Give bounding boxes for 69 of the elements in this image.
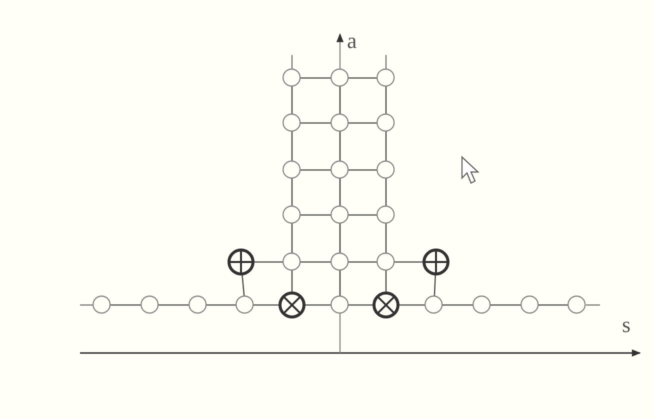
lattice-line xyxy=(339,132,341,162)
lattice-line xyxy=(348,77,378,79)
lattice-circle xyxy=(376,68,396,88)
lattice-circle xyxy=(140,295,160,315)
lattice-line xyxy=(300,122,332,124)
circled-cross-symbol xyxy=(372,291,400,319)
lattice-circle xyxy=(282,160,302,180)
lattice-line xyxy=(385,270,387,293)
lattice-circle xyxy=(567,295,587,315)
lattice-line xyxy=(394,261,424,263)
circled-plus-symbol xyxy=(422,248,450,276)
lattice-line xyxy=(385,86,387,114)
lattice-line xyxy=(206,304,236,306)
lattice-line xyxy=(300,261,332,263)
lattice-line xyxy=(385,132,387,162)
lattice-circle xyxy=(520,295,540,315)
lattice-line xyxy=(291,132,293,162)
lattice-line xyxy=(300,169,332,171)
lattice-circle xyxy=(330,295,350,315)
lattice-line xyxy=(291,270,293,293)
lattice-line xyxy=(254,304,280,306)
lattice-line xyxy=(339,224,341,254)
axis-label: a xyxy=(347,30,357,52)
lattice-circle xyxy=(376,160,396,180)
lattice-line xyxy=(253,261,284,263)
lattice-line xyxy=(385,224,387,254)
lattice-line xyxy=(339,86,341,114)
lattice-line xyxy=(348,261,378,263)
lattice-circle xyxy=(330,68,350,88)
lattice-circle xyxy=(376,205,396,225)
lattice-line xyxy=(490,304,522,306)
lattice-line xyxy=(348,214,378,216)
lattice-line xyxy=(291,224,293,254)
lattice-line xyxy=(434,274,436,297)
lattice-line xyxy=(300,77,332,79)
lattice-circle xyxy=(330,113,350,133)
lattice-line xyxy=(538,304,568,306)
lattice-circle xyxy=(376,252,396,272)
circled-cross-symbol xyxy=(278,291,306,319)
lattice-circle xyxy=(330,205,350,225)
lattice-circle xyxy=(376,113,396,133)
lattice-circle xyxy=(282,252,302,272)
lattice-circle xyxy=(330,160,350,180)
lattice-line xyxy=(300,214,332,216)
lattice-circle xyxy=(282,113,302,133)
lattice-circle xyxy=(235,295,255,315)
lattice-line xyxy=(348,169,378,171)
lattice-circle xyxy=(282,68,302,88)
lattice-line xyxy=(304,304,332,306)
lattice-line xyxy=(158,304,190,306)
lattice-line xyxy=(291,86,293,114)
lattice-line xyxy=(241,274,245,297)
lattice-line xyxy=(291,178,293,206)
axis-label: s xyxy=(622,314,631,336)
circled-plus-symbol xyxy=(227,248,255,276)
lattice-circle xyxy=(472,295,492,315)
lattice-line xyxy=(348,122,378,124)
lattice-line xyxy=(385,178,387,206)
lattice-line xyxy=(339,270,341,296)
lattice-circle xyxy=(188,295,208,315)
lattice-line xyxy=(398,304,426,306)
lattice-line xyxy=(110,304,142,306)
lattice-circle xyxy=(92,295,112,315)
lattice-circle xyxy=(282,205,302,225)
lattice-circle xyxy=(424,295,444,315)
lattice-circle xyxy=(330,252,350,272)
lattice-line xyxy=(348,304,374,306)
lattice-line xyxy=(339,178,341,206)
lattice-line xyxy=(442,304,474,306)
